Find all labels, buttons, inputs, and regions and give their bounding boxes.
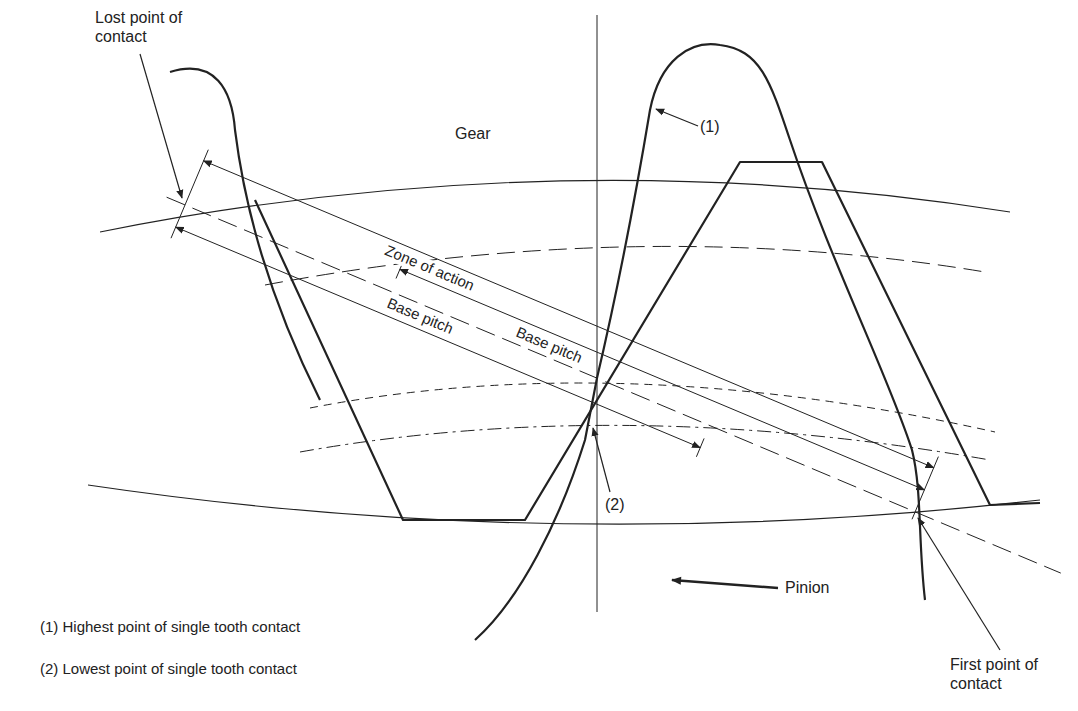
pitch-arc <box>310 383 995 432</box>
note-text: (1) Highest point of single tooth contac… <box>40 618 300 636</box>
gear-addendum-arc <box>100 180 1010 232</box>
extension-tick <box>912 457 938 520</box>
dimension-label: Zone of action <box>380 241 480 295</box>
dimension-label: Base pitch <box>511 323 587 368</box>
callout-number: (1) <box>700 117 720 136</box>
callout-number: (2) <box>605 495 625 514</box>
straight-tooth-outline <box>255 162 1040 520</box>
dimension-line <box>176 227 701 448</box>
center-line <box>597 15 598 612</box>
extension-tick <box>171 150 208 239</box>
rotation-arrow <box>672 580 778 588</box>
part-name: Pinion <box>785 578 829 597</box>
leader-line <box>656 109 698 126</box>
leader-line <box>918 518 1000 650</box>
extension-tick <box>696 438 704 456</box>
leader-line <box>140 54 182 198</box>
callout-label: Lost point of contact <box>95 8 195 46</box>
leader-line <box>593 428 610 492</box>
dimension-line <box>204 161 934 468</box>
line-of-action <box>167 197 1061 573</box>
part-name: Gear <box>455 124 491 143</box>
pitch-arc <box>300 425 990 460</box>
dimension-label: Base pitch <box>382 294 458 339</box>
note-text: (2) Lowest point of single tooth contact <box>40 660 297 678</box>
pinion-tooth-profile <box>475 44 925 640</box>
dimension-line <box>400 269 925 490</box>
callout-label: First point of contact <box>950 655 1060 693</box>
